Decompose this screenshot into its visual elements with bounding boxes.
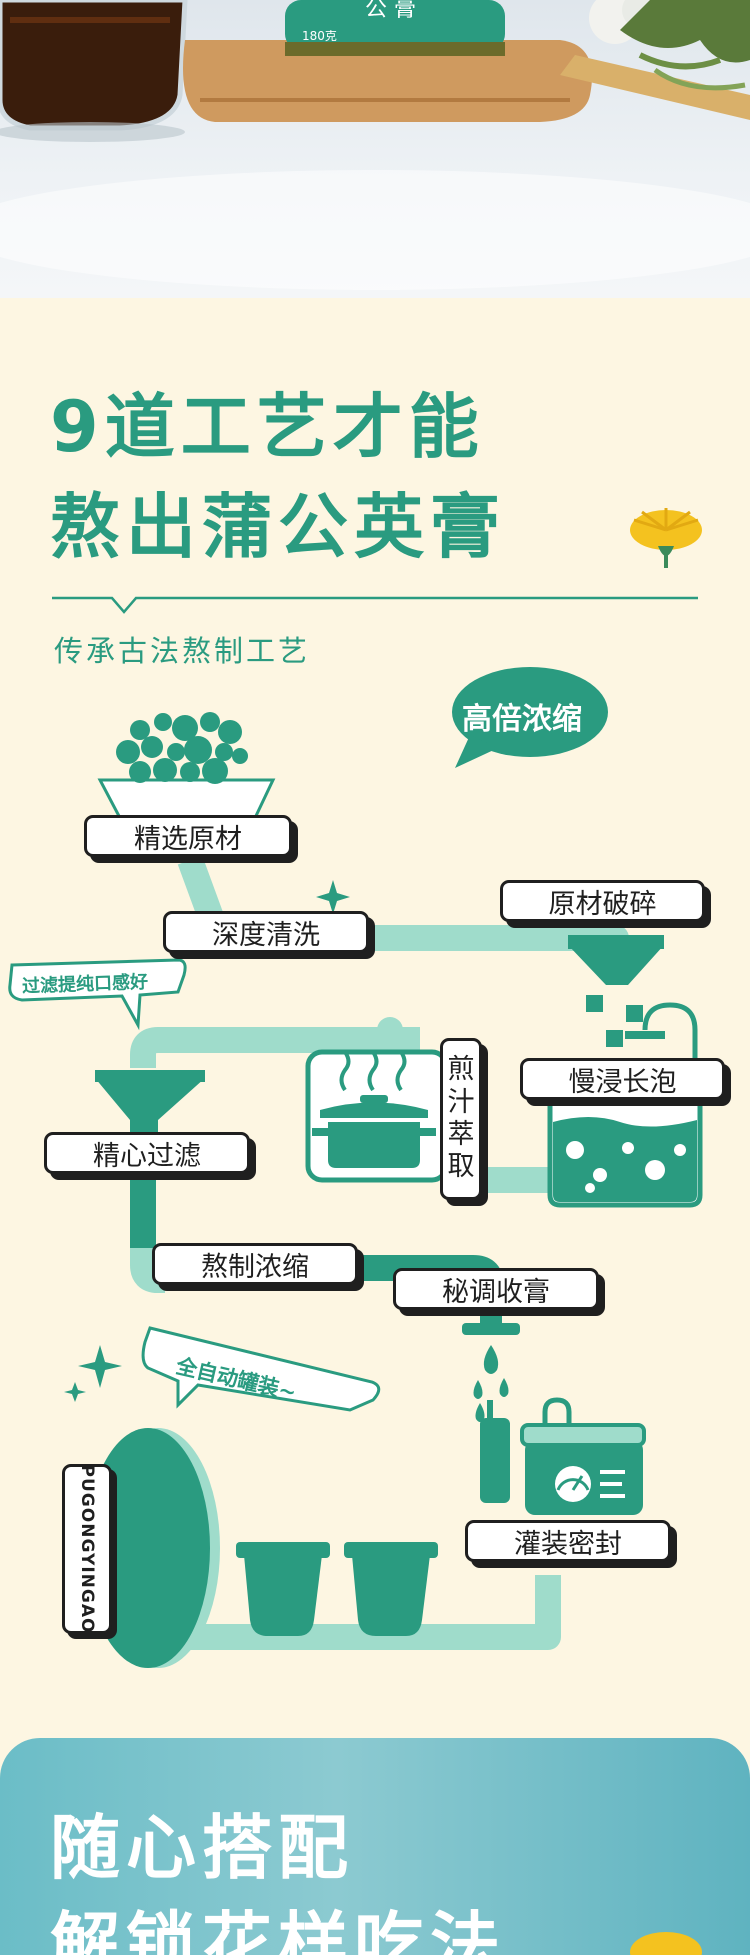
- herbs-icon: [560, 0, 750, 120]
- headline-line1: 9道工艺才能: [50, 386, 485, 468]
- banner-line2: 解锁花样吃法: [50, 1904, 506, 1955]
- jar-icon: 公 膏 180克: [285, 0, 505, 56]
- jar-icon: [86, 1428, 220, 1668]
- gauge-machine-icon: [480, 1397, 646, 1515]
- step-fill: 灌装密封: [465, 1520, 671, 1562]
- cup-icons: [236, 1542, 438, 1636]
- product-photo: 公 膏 180克: [0, 0, 750, 298]
- headline-line2: 熬出蒲公英膏: [50, 486, 506, 568]
- step-filter: 精心过滤: [44, 1132, 250, 1174]
- step-decoct-char: 汁: [447, 1086, 475, 1118]
- bubble-label: 高倍浓缩: [462, 702, 582, 737]
- note-bubble-filter: [8, 958, 187, 1031]
- beaker-icon: [547, 1100, 703, 1208]
- brand-vertical-text: PUGONGYINGAO: [77, 1464, 97, 1634]
- pot-icon: [305, 1049, 449, 1183]
- step-decoct-char: 煎: [447, 1054, 475, 1086]
- raw-material-icon: [97, 712, 276, 820]
- step-soak: 慢浸长泡: [520, 1058, 725, 1100]
- shower-icon: [625, 1002, 698, 1085]
- heading-divider: [52, 596, 698, 614]
- banner-line1: 随心搭配: [50, 1807, 354, 1889]
- step-select: 精选原材: [84, 815, 292, 857]
- step-decoct: 煎 汁 萃 取: [440, 1038, 482, 1200]
- step-wash: 深度清洗: [163, 911, 369, 953]
- bottom-banner: 随心搭配 解锁花样吃法: [0, 1738, 750, 1955]
- svg-text:公 膏: 公 膏: [365, 0, 416, 22]
- brand-vertical-label: PUGONGYINGAO: [62, 1464, 112, 1634]
- photo-scene: 公 膏 180克: [0, 0, 750, 290]
- step-decoct-char: 萃: [447, 1119, 475, 1150]
- step-crush: 原材破碎: [500, 880, 705, 922]
- headline-subtitle: 传承古法熬制工艺: [54, 634, 311, 668]
- step-blend: 秘调收膏: [393, 1268, 599, 1310]
- dandelion-icon: [630, 1932, 702, 1955]
- note-bubble-fill: [141, 1326, 381, 1412]
- filter-funnel-icon: [95, 1070, 205, 1138]
- svg-text:180克: 180克: [302, 29, 337, 43]
- note-filter: 过滤提纯口感好: [21, 971, 149, 998]
- bubble-shape: [452, 667, 608, 768]
- step-decoct-char: 取: [447, 1151, 475, 1183]
- dandelion-icon: [630, 508, 702, 568]
- tea-glass-icon: [0, 0, 188, 142]
- crusher-funnel-icon: [568, 935, 664, 1047]
- drop-icon: [462, 1312, 520, 1422]
- step-concentrate: 熬制浓缩: [152, 1243, 358, 1285]
